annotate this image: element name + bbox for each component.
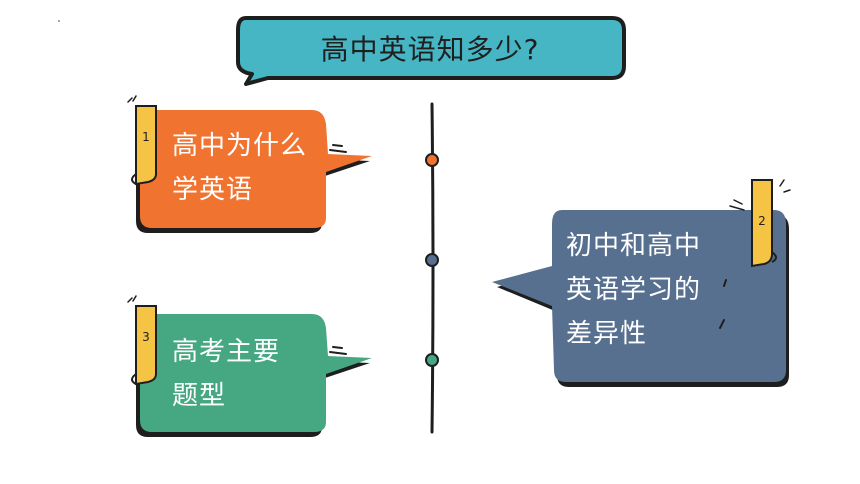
timeline [425, 102, 439, 434]
card-1-tag [127, 95, 157, 186]
corner-dot [58, 20, 60, 22]
card-1-text: 高中为什么 学英语 [172, 131, 308, 205]
timeline-dot-2 [425, 253, 439, 267]
card-2-tag [729, 179, 791, 268]
title-bubble [236, 16, 626, 86]
card-1-number: 1 [142, 130, 150, 144]
slide-title: 高中英语知多少? [320, 33, 540, 66]
card-2-text: 初中和高中 英语学习的 差异性 [566, 231, 702, 349]
card-1-bubble [136, 110, 372, 233]
timeline-dot-3 [425, 353, 439, 367]
card-3-text: 高考主要 题型 [172, 337, 281, 411]
card-3-number: 3 [142, 330, 150, 344]
card-2-bubble [492, 210, 789, 387]
timeline-dot-1 [425, 153, 439, 167]
card-3-bubble [136, 314, 372, 437]
card-3-tag [127, 295, 157, 386]
card-2-number: 2 [758, 214, 766, 228]
